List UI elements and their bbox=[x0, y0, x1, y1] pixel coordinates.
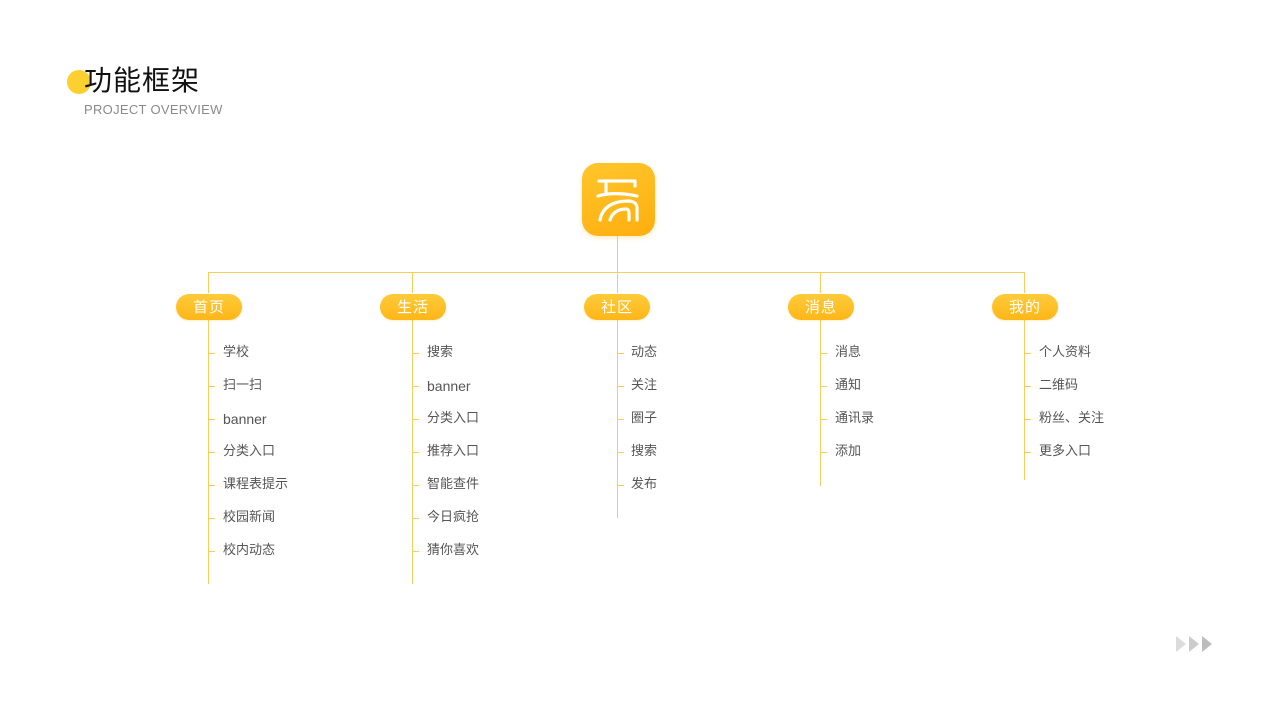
list-item: 智能查件 bbox=[427, 477, 480, 492]
item-tick bbox=[618, 485, 624, 486]
list-item: 消息 bbox=[835, 345, 862, 360]
item-line bbox=[820, 320, 821, 486]
item-tick bbox=[209, 353, 215, 354]
item-line bbox=[208, 320, 209, 584]
item-line bbox=[617, 320, 618, 518]
list-item: 通知 bbox=[835, 378, 862, 393]
branch-drop bbox=[1024, 272, 1025, 293]
branch-bar bbox=[208, 272, 1025, 273]
title-dot bbox=[67, 70, 91, 94]
list-item: 个人资料 bbox=[1039, 345, 1092, 360]
item-tick bbox=[821, 419, 827, 420]
list-item: 校园新闻 bbox=[223, 510, 276, 525]
list-item: 课程表提示 bbox=[223, 477, 289, 492]
item-tick bbox=[209, 386, 215, 387]
page-subtitle: PROJECT OVERVIEW bbox=[84, 102, 223, 117]
branch-drop bbox=[617, 272, 618, 293]
item-tick bbox=[1025, 419, 1031, 420]
item-tick bbox=[618, 452, 624, 453]
branch-drop bbox=[412, 272, 413, 293]
list-item: 添加 bbox=[835, 444, 862, 459]
category-pill-home: 首页 bbox=[176, 294, 242, 320]
list-item: 二维码 bbox=[1039, 378, 1079, 393]
list-item: 今日疯抢 bbox=[427, 510, 480, 525]
category-pill-mine: 我的 bbox=[992, 294, 1058, 320]
list-item: 扫一扫 bbox=[223, 378, 263, 393]
root-connector bbox=[617, 236, 618, 273]
list-item: 通讯录 bbox=[835, 411, 875, 426]
list-item: 搜索 bbox=[427, 345, 454, 360]
list-item: 动态 bbox=[631, 345, 658, 360]
item-tick bbox=[413, 518, 419, 519]
next-arrows-icon[interactable] bbox=[1175, 635, 1215, 653]
item-tick bbox=[413, 419, 419, 420]
list-item: 学校 bbox=[223, 345, 250, 360]
list-item: 推荐入口 bbox=[427, 444, 480, 459]
item-tick bbox=[1025, 452, 1031, 453]
item-tick bbox=[413, 386, 419, 387]
item-tick bbox=[209, 518, 215, 519]
item-line bbox=[412, 320, 413, 584]
item-tick bbox=[618, 353, 624, 354]
list-item: 发布 bbox=[631, 477, 658, 492]
list-item: 校内动态 bbox=[223, 543, 276, 558]
branch-drop bbox=[208, 272, 209, 293]
page-title: 功能框架 bbox=[84, 64, 201, 97]
list-item: 粉丝、关注 bbox=[1039, 411, 1105, 426]
item-tick bbox=[209, 551, 215, 552]
list-item: 猜你喜欢 bbox=[427, 543, 480, 558]
category-pill-community: 社区 bbox=[584, 294, 650, 320]
list-item: 圈子 bbox=[631, 411, 658, 426]
item-tick bbox=[413, 452, 419, 453]
list-item: 分类入口 bbox=[427, 411, 480, 426]
item-tick bbox=[1025, 353, 1031, 354]
item-tick bbox=[209, 452, 215, 453]
list-item: banner bbox=[427, 378, 471, 394]
branch-drop bbox=[820, 272, 821, 293]
list-item: 分类入口 bbox=[223, 444, 276, 459]
list-item: banner bbox=[223, 411, 267, 427]
item-tick bbox=[413, 551, 419, 552]
category-pill-life: 生活 bbox=[380, 294, 446, 320]
item-tick bbox=[413, 485, 419, 486]
category-pill-messages: 消息 bbox=[788, 294, 854, 320]
item-tick bbox=[209, 419, 215, 420]
item-tick bbox=[618, 419, 624, 420]
item-tick bbox=[1025, 386, 1031, 387]
item-tick bbox=[209, 485, 215, 486]
list-item: 关注 bbox=[631, 378, 658, 393]
item-tick bbox=[413, 353, 419, 354]
list-item: 搜索 bbox=[631, 444, 658, 459]
item-tick bbox=[821, 452, 827, 453]
item-line bbox=[1024, 320, 1025, 480]
item-tick bbox=[618, 386, 624, 387]
item-tick bbox=[821, 386, 827, 387]
app-logo-icon bbox=[582, 163, 655, 236]
item-tick bbox=[821, 353, 827, 354]
list-item: 更多入口 bbox=[1039, 444, 1092, 459]
